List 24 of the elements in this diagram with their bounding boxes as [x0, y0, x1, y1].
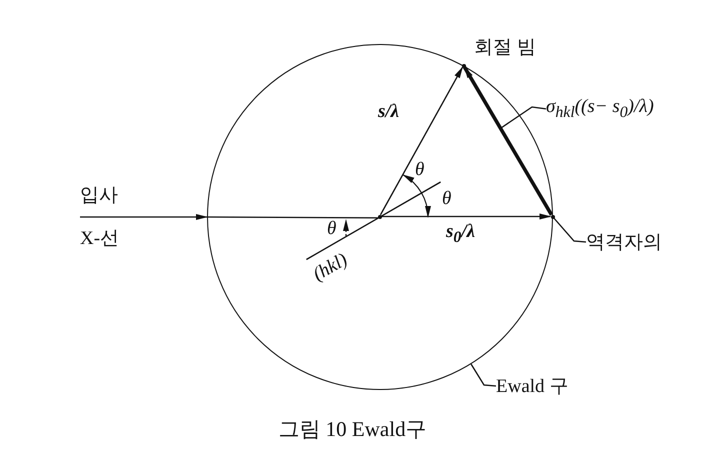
angle-label: θ — [442, 189, 452, 210]
beam-line — [207, 216, 381, 219]
arrow — [380, 66, 464, 216]
diffracted-beam-label: 회절 빔 — [474, 38, 536, 59]
arrow — [462, 66, 554, 216]
angle-label: θ — [327, 219, 336, 240]
leader-line — [470, 364, 496, 387]
edge-label: s/λ — [378, 102, 400, 123]
arrow — [382, 214, 552, 220]
diffraction-point — [462, 64, 466, 68]
leader-line — [500, 106, 546, 129]
leader-line — [553, 218, 586, 243]
vector-formula: σ$_{hkl}$((s− s$_{0}$)/λ) — [546, 96, 654, 122]
plane-label: (hkl) — [310, 250, 352, 286]
leader-text: Ewald 구 — [496, 373, 568, 399]
sphere-center-point — [378, 214, 382, 218]
arrow — [80, 214, 208, 220]
figure-caption: 그림 10 Ewald구 — [277, 418, 428, 442]
leader-text: 역격자의 — [586, 229, 662, 255]
incident-beam-label: X-선 — [80, 229, 120, 248]
edge-label: s$_{0}$/λ — [446, 222, 476, 246]
incident-beam-label: 입사 — [80, 186, 119, 205]
reciprocal-origin-point — [550, 214, 554, 218]
angle-label: θ — [415, 160, 424, 181]
